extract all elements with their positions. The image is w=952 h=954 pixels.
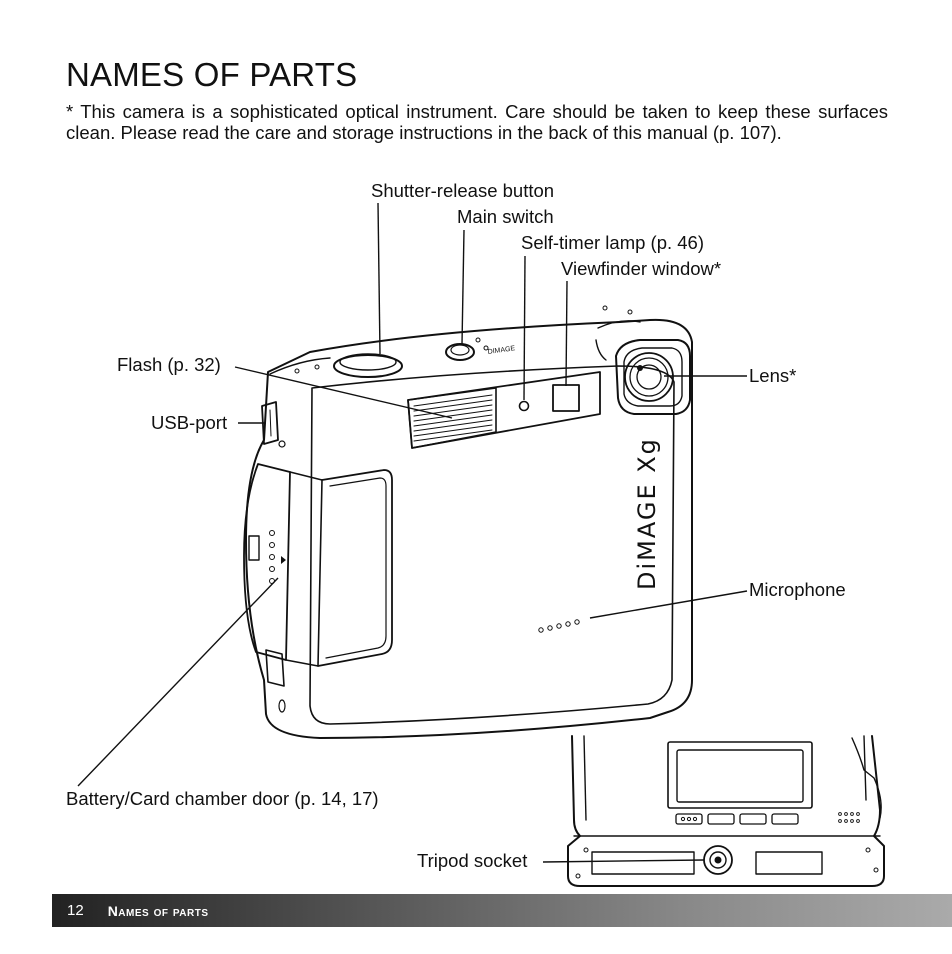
label-viewfinder-window: Viewfinder window* [561,258,722,279]
label-lens: Lens* [749,365,797,386]
svg-text:DIMAGE: DIMAGE [487,345,516,356]
label-microphone: Microphone [749,579,846,600]
label-self-timer-lamp: Self-timer lamp (p. 46) [521,232,704,253]
camera-body [245,318,693,739]
page-title: NAMES OF PARTS [66,56,358,93]
main-switch [445,343,475,361]
page-footer: 12 Names of parts [52,894,952,927]
label-shutter-release-button: Shutter-release button [371,180,555,201]
footer-section-title: Names of parts [107,902,209,919]
viewfinder-window [552,384,580,412]
lens [624,352,674,402]
microphone [538,619,580,633]
label-usb-port: USB-port [151,412,228,433]
leader-lines [77,202,748,863]
camera-bottom-view [567,735,885,887]
label-tripod-socket: Tripod socket [417,850,528,871]
self-timer-lamp [518,400,530,412]
brand-logo: DiMAGE Xg [633,437,661,590]
label-flash: Flash (p. 32) [117,354,221,375]
intro-paragraph: * This camera is a sophisticated optical… [66,101,888,143]
battery-door [243,463,291,661]
shutter-button [333,354,403,378]
flash-window [407,387,497,449]
page-number: 12 [67,902,84,919]
label-battery-card-door: Battery/Card chamber door (p. 14, 17) [66,788,379,809]
label-main-switch: Main switch [457,206,554,227]
usb-port [261,401,279,445]
